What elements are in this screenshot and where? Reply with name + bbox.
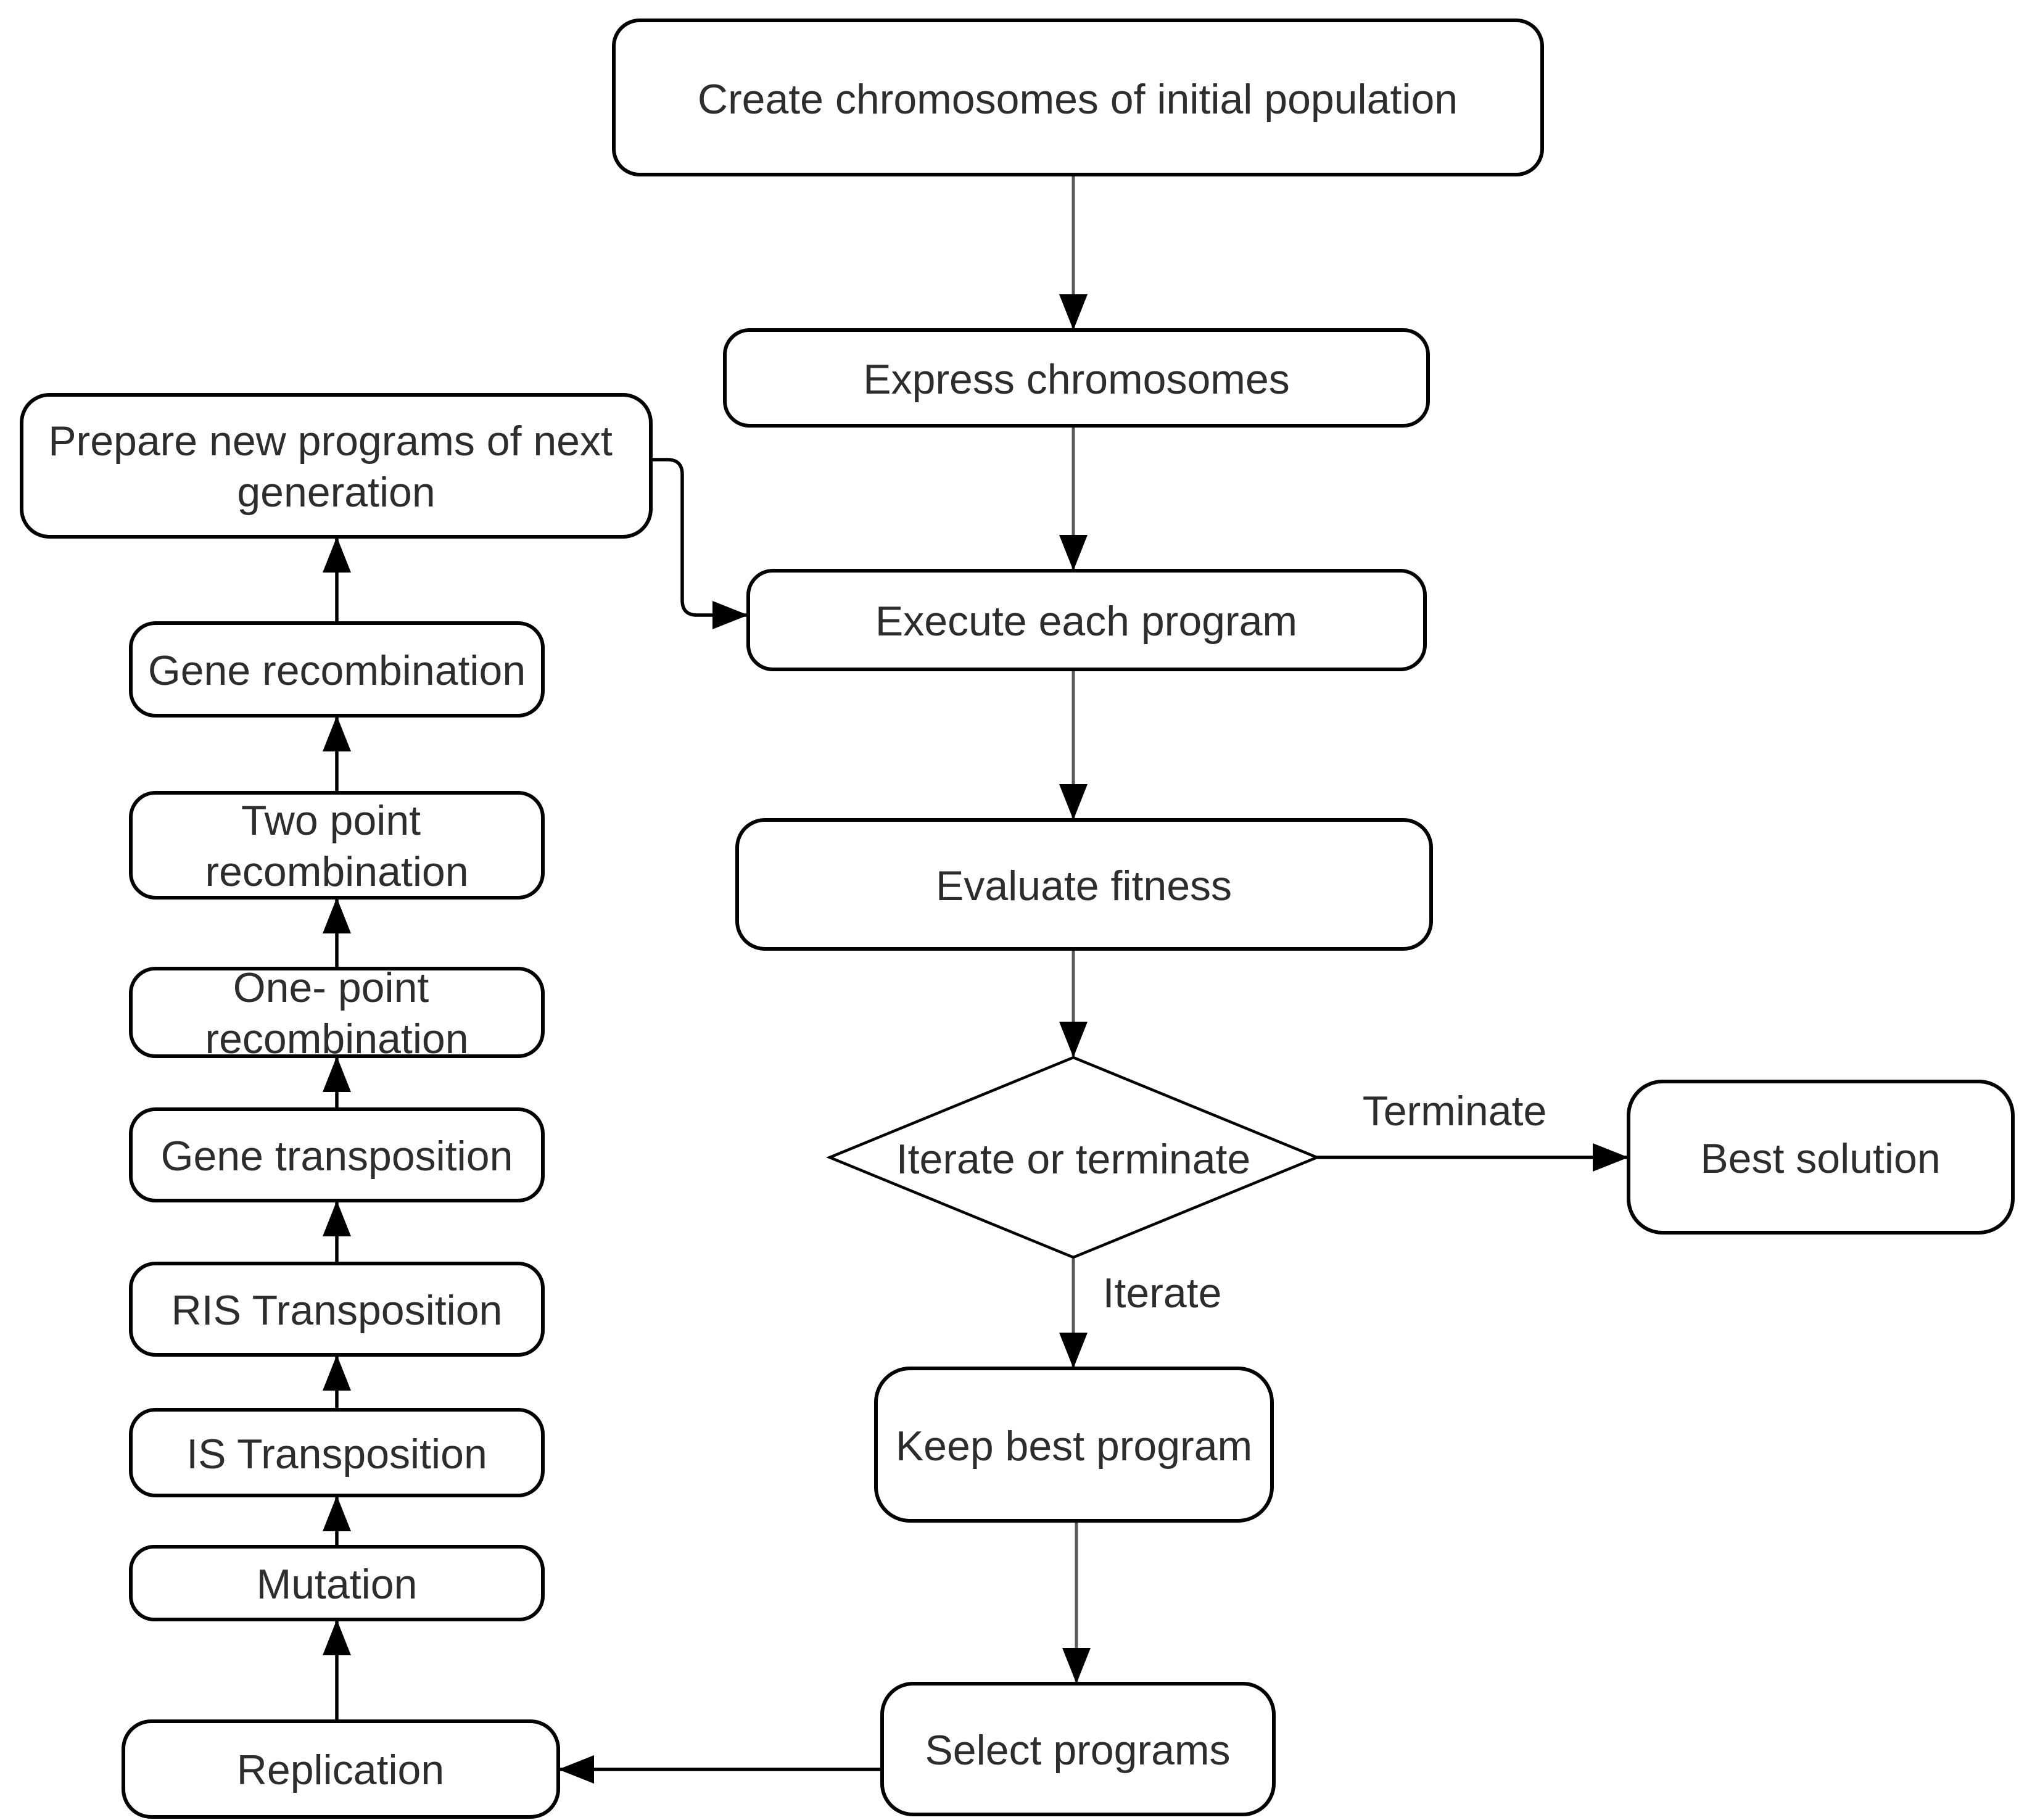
node-two-point-recombination-box	[129, 791, 545, 900]
node-is-transposition-label: IS Transposition	[186, 1431, 487, 1478]
node-create-chromosomes-label: Create chromosomes of initial population	[698, 76, 1458, 123]
node-gene-transposition-box	[129, 1107, 545, 1202]
node-one-point-recombination: One- point recombination	[129, 964, 545, 1062]
node-one-point-recombination-label: One- point recombination	[205, 964, 468, 1062]
node-create-chromosomes: Create chromosomes of initial population	[612, 19, 1544, 176]
node-best-solution-label: Best solution	[1700, 1135, 1940, 1182]
edge-label-terminate: Terminate	[1363, 1088, 1547, 1135]
node-mutation-label: Mutation	[257, 1561, 418, 1608]
node-ris-transposition-box	[129, 1262, 545, 1357]
node-gene-transposition-label: Gene transposition	[161, 1133, 513, 1180]
node-express-chromosomes-label: Express chromosomes	[863, 356, 1290, 403]
edge-label-iterate: Iterate	[1103, 1270, 1222, 1317]
node-gene-recombination-label: Gene recombination	[148, 647, 526, 694]
node-is-transposition-box	[129, 1408, 545, 1497]
node-replication: Replication	[122, 1719, 560, 1819]
node-is-transposition: IS Transposition	[129, 1408, 545, 1497]
node-gene-recombination: Gene recombination	[129, 621, 545, 718]
node-express-chromosomes-box	[723, 328, 1430, 428]
edges	[323, 176, 1629, 1784]
node-iterate-or-terminate-diamond	[826, 1056, 1321, 1259]
node-execute-each-program: Execute each program	[746, 569, 1427, 671]
node-best-solution-box	[1627, 1080, 2015, 1235]
node-select-programs: Select programs	[880, 1682, 1276, 1816]
node-create-chromosomes-box	[612, 19, 1544, 176]
node-evaluate-fitness: Evaluate fitness	[735, 818, 1433, 951]
node-one-point-recombination-box	[129, 967, 545, 1058]
node-gene-transposition: Gene transposition	[129, 1107, 545, 1202]
node-two-point-recombination: Two point recombination	[129, 791, 545, 900]
node-mutation-box	[129, 1545, 545, 1621]
node-evaluate-fitness-box	[735, 818, 1433, 951]
node-iterate-or-terminate-label: Iterate or terminate	[896, 1136, 1250, 1183]
node-keep-best-program-label: Keep best program	[896, 1423, 1252, 1470]
node-iterate-or-terminate-decision: Iterate or terminate	[826, 1056, 1321, 1259]
node-keep-best-program-box	[874, 1367, 1274, 1523]
node-prepare-new-programs-box	[20, 393, 653, 539]
node-execute-each-program-box	[746, 569, 1427, 671]
node-replication-label: Replication	[237, 1747, 444, 1793]
node-keep-best-program: Keep best program	[874, 1367, 1274, 1523]
node-select-programs-box	[880, 1682, 1276, 1816]
node-mutation: Mutation	[129, 1545, 545, 1621]
node-replication-box	[122, 1719, 560, 1819]
node-execute-each-program-label: Execute each program	[875, 598, 1297, 645]
node-prepare-new-programs-label: Prepare new programs of next generation	[48, 418, 624, 516]
node-express-chromosomes: Express chromosomes	[723, 328, 1430, 428]
node-select-programs-label: Select programs	[925, 1727, 1230, 1774]
node-evaluate-fitness-label: Evaluate fitness	[936, 862, 1232, 909]
node-gene-recombination-box	[129, 621, 545, 718]
node-best-solution: Best solution	[1627, 1080, 2015, 1235]
node-two-point-recombination-label: Two point recombination	[205, 797, 468, 895]
node-ris-transposition-label: RIS Transposition	[171, 1287, 503, 1334]
node-prepare-new-programs: Prepare new programs of next generation	[20, 393, 653, 539]
node-ris-transposition: RIS Transposition	[129, 1262, 545, 1357]
edge-prepare-to-execute	[651, 458, 748, 629]
